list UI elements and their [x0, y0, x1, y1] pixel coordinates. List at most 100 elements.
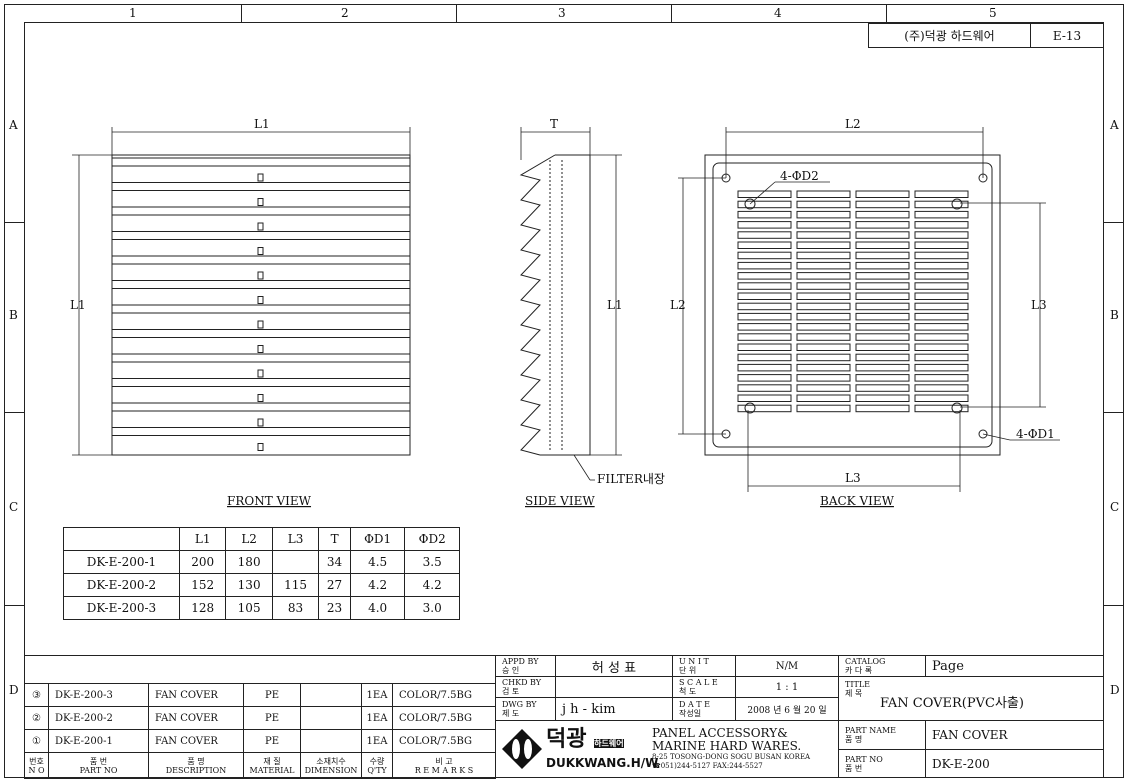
parts-cell: FAN COVER: [148, 683, 244, 707]
dim-back-l3-v: L3: [1031, 298, 1047, 312]
logo-tag: 하드웨어: [594, 739, 624, 748]
vent-slot: [796, 210, 851, 219]
dim-side-thickness: T: [550, 117, 558, 131]
vent-slot: [796, 302, 851, 311]
side-body: [540, 154, 591, 456]
parts-cell: FAN COVER: [148, 729, 244, 753]
vent-slot: [855, 210, 910, 219]
vent-slot: [737, 272, 792, 280]
vent-slot: [737, 363, 792, 372]
front-clip: [257, 443, 264, 451]
front-slat: [111, 427, 411, 436]
vent-slot: [914, 302, 969, 311]
vent-slot: [855, 353, 910, 362]
vent-slot: [914, 251, 969, 260]
vent-slot: [914, 384, 969, 392]
dim-front-width: L1: [254, 117, 270, 131]
zone-col-3: 3: [558, 6, 566, 20]
vent-slot: [914, 210, 969, 219]
zone-row-c: C: [9, 500, 19, 514]
hole-d2-callout: 4-ΦD2: [780, 169, 819, 183]
vent-slot: [796, 343, 851, 351]
zone-row-b-right: B: [1110, 308, 1119, 322]
vent-slot: [796, 312, 851, 321]
vent-slot: [855, 251, 910, 260]
front-clip: [257, 198, 264, 206]
vent-slot: [855, 394, 910, 402]
vent-slot: [796, 200, 851, 209]
vent-slot: [914, 363, 969, 372]
vent-slot: [855, 404, 910, 413]
back-view-label: BACK VIEW: [820, 494, 895, 508]
front-clip: [257, 222, 264, 231]
parts-cell: COLOR/7.5BG: [392, 729, 496, 753]
front-slat: [111, 304, 411, 314]
sheet-number: E-13: [1030, 23, 1104, 48]
vent-slot: [796, 272, 851, 280]
vent-slot: [796, 292, 851, 300]
vent-slot: [855, 231, 910, 239]
back-inner: [712, 162, 993, 448]
vent-slot: [914, 272, 969, 280]
dim-back-l3-h: L3: [845, 471, 861, 485]
parts-cell: ①: [24, 729, 49, 753]
zone-row-c-right: C: [1110, 500, 1120, 514]
vent-slot: [855, 241, 910, 249]
zone-col-2: 2: [341, 6, 349, 20]
vent-slot: [796, 190, 851, 198]
vent-slot: [914, 221, 969, 229]
part-name-value: FAN COVER: [925, 720, 1104, 750]
vent-slot: [914, 394, 969, 402]
vent-slot: [737, 210, 792, 219]
front-slat: [111, 329, 411, 338]
front-clip: [257, 369, 264, 378]
scale-value: 1 : 1: [735, 676, 839, 698]
side-view-label: SIDE VIEW: [525, 494, 595, 508]
parts-cell: [300, 683, 362, 707]
vent-slot: [855, 200, 910, 209]
vent-slot: [796, 282, 851, 290]
front-view: [111, 154, 411, 456]
vent-slot: [796, 231, 851, 239]
parts-cell: 1EA: [361, 729, 393, 753]
vent-slot: [737, 343, 792, 351]
front-clip: [257, 394, 264, 402]
front-slat: [111, 182, 411, 191]
vent-slot: [737, 200, 792, 209]
vent-slot: [737, 323, 792, 331]
vent-slot: [855, 261, 910, 270]
vent-slot: [914, 374, 969, 382]
company-line1: PANEL ACCESSORY&: [652, 726, 788, 740]
vent-slot: [737, 312, 792, 321]
zone-col-1: 1: [129, 6, 137, 20]
vent-slot: [737, 231, 792, 239]
vent-slot: [914, 231, 969, 239]
parts-cell: 1EA: [361, 683, 393, 707]
vent-slot: [796, 333, 851, 341]
front-clip: [257, 247, 264, 255]
front-slat: [111, 402, 411, 412]
zone-row-b: B: [9, 308, 18, 322]
zone-col-5: 5: [989, 6, 997, 20]
drawn-by: j h - kim: [555, 697, 673, 721]
vent-slot: [796, 221, 851, 229]
parts-cell: COLOR/7.5BG: [392, 683, 496, 707]
front-slat: [111, 353, 411, 363]
parts-cell: FAN COVER: [148, 706, 244, 730]
vent-slot: [914, 241, 969, 249]
page-field: Page: [925, 655, 1104, 677]
vent-slot: [855, 272, 910, 280]
vent-slot: [737, 333, 792, 341]
front-slat: [111, 378, 411, 387]
company-address: 8-25 TOSONG-DONG SOGU BUSAN KOREA: [652, 753, 811, 761]
